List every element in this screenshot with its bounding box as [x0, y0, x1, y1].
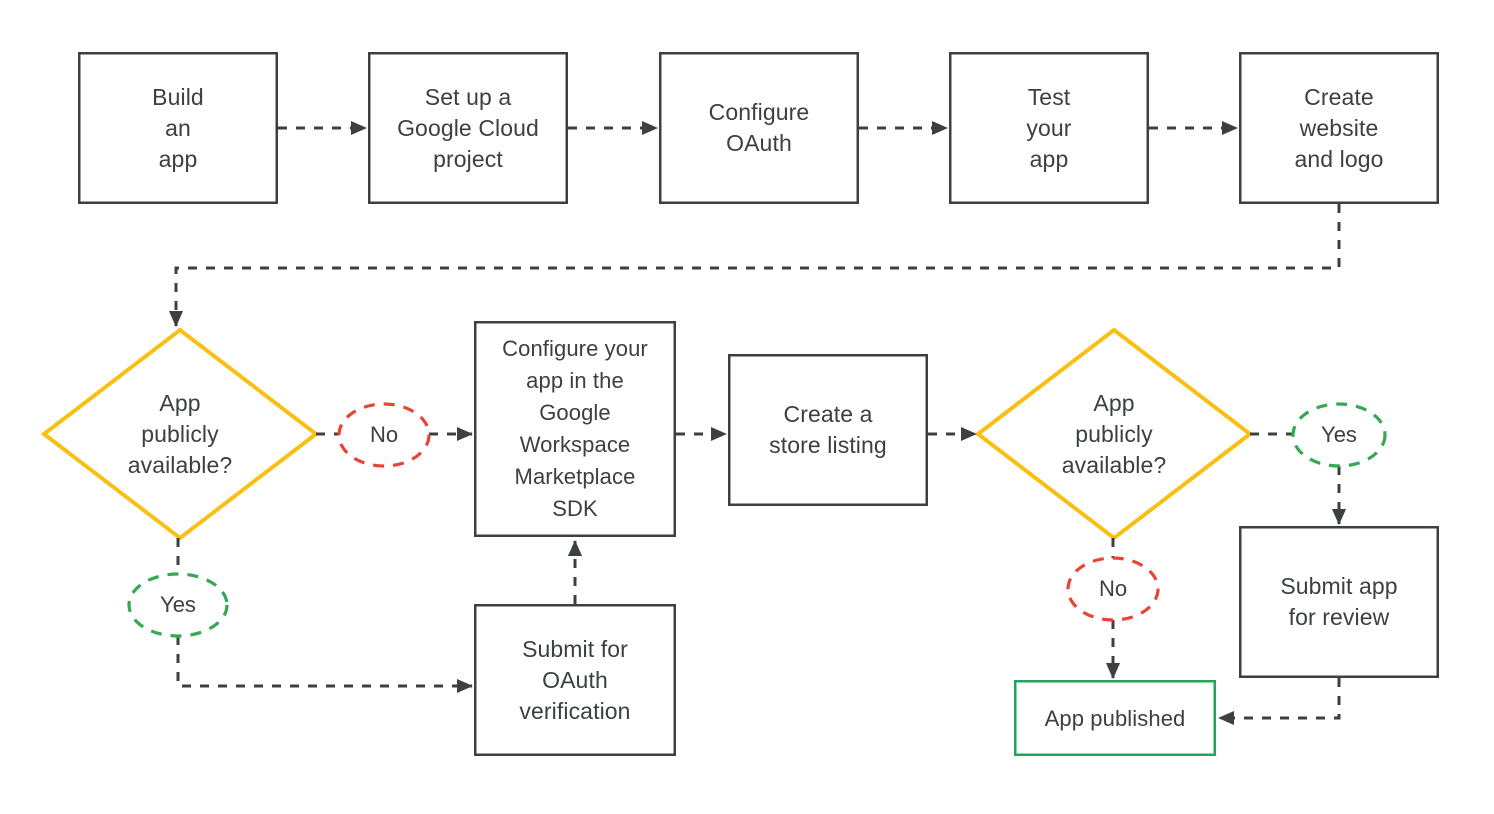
node-rect-configure-app-marketplace-sdk	[474, 321, 676, 537]
edge-ellipse-no-right	[1066, 556, 1160, 622]
edge-label-yes-right[interactable]	[1293, 404, 1385, 466]
edge-ellipse-yes-right	[1291, 402, 1387, 468]
edge-label-yes-left[interactable]	[129, 574, 227, 636]
connector-lines	[168, 120, 1347, 726]
node-rect-create-a-store-listing	[728, 354, 928, 506]
connector-submit-review-to-published	[1218, 678, 1341, 726]
node-rect-test-your-app	[949, 52, 1149, 204]
node-build-an-app[interactable]	[78, 52, 278, 204]
node-configure-app-marketplace-sdk[interactable]	[474, 321, 676, 537]
node-rect-app-published	[1014, 680, 1216, 756]
node-create-website-and-logo[interactable]	[1239, 52, 1439, 204]
connector-yes-to-oauth	[176, 636, 473, 694]
node-app-published[interactable]	[1014, 680, 1216, 756]
node-diamond-app-publicly-available-left	[40, 327, 320, 541]
node-app-publicly-available-left[interactable]	[44, 330, 316, 538]
edge-label-no-left[interactable]	[339, 404, 429, 466]
edge-label-no-right[interactable]	[1068, 558, 1158, 620]
node-test-your-app[interactable]	[949, 52, 1149, 204]
node-submit-app-for-review[interactable]	[1239, 526, 1439, 678]
node-rect-submit-for-oauth-verification	[474, 604, 676, 756]
node-create-a-store-listing[interactable]	[728, 354, 928, 506]
node-rect-submit-app-for-review	[1239, 526, 1439, 678]
node-app-publicly-available-right[interactable]	[978, 330, 1250, 538]
edge-ellipse-yes-left	[127, 572, 229, 638]
edge-ellipse-no-left	[337, 402, 431, 468]
node-configure-oauth[interactable]	[659, 52, 859, 204]
connector-website-to-decision	[168, 204, 1341, 327]
edge-label-shapes	[127, 402, 1387, 638]
node-rect-create-website-and-logo	[1239, 52, 1439, 204]
node-rect-configure-oauth	[659, 52, 859, 204]
node-shapes	[40, 52, 1439, 756]
node-set-up-google-cloud-project[interactable]	[368, 52, 568, 204]
node-rect-build-an-app	[78, 52, 278, 204]
node-rect-set-up-google-cloud-project	[368, 52, 568, 204]
node-submit-for-oauth-verification[interactable]	[474, 604, 676, 756]
